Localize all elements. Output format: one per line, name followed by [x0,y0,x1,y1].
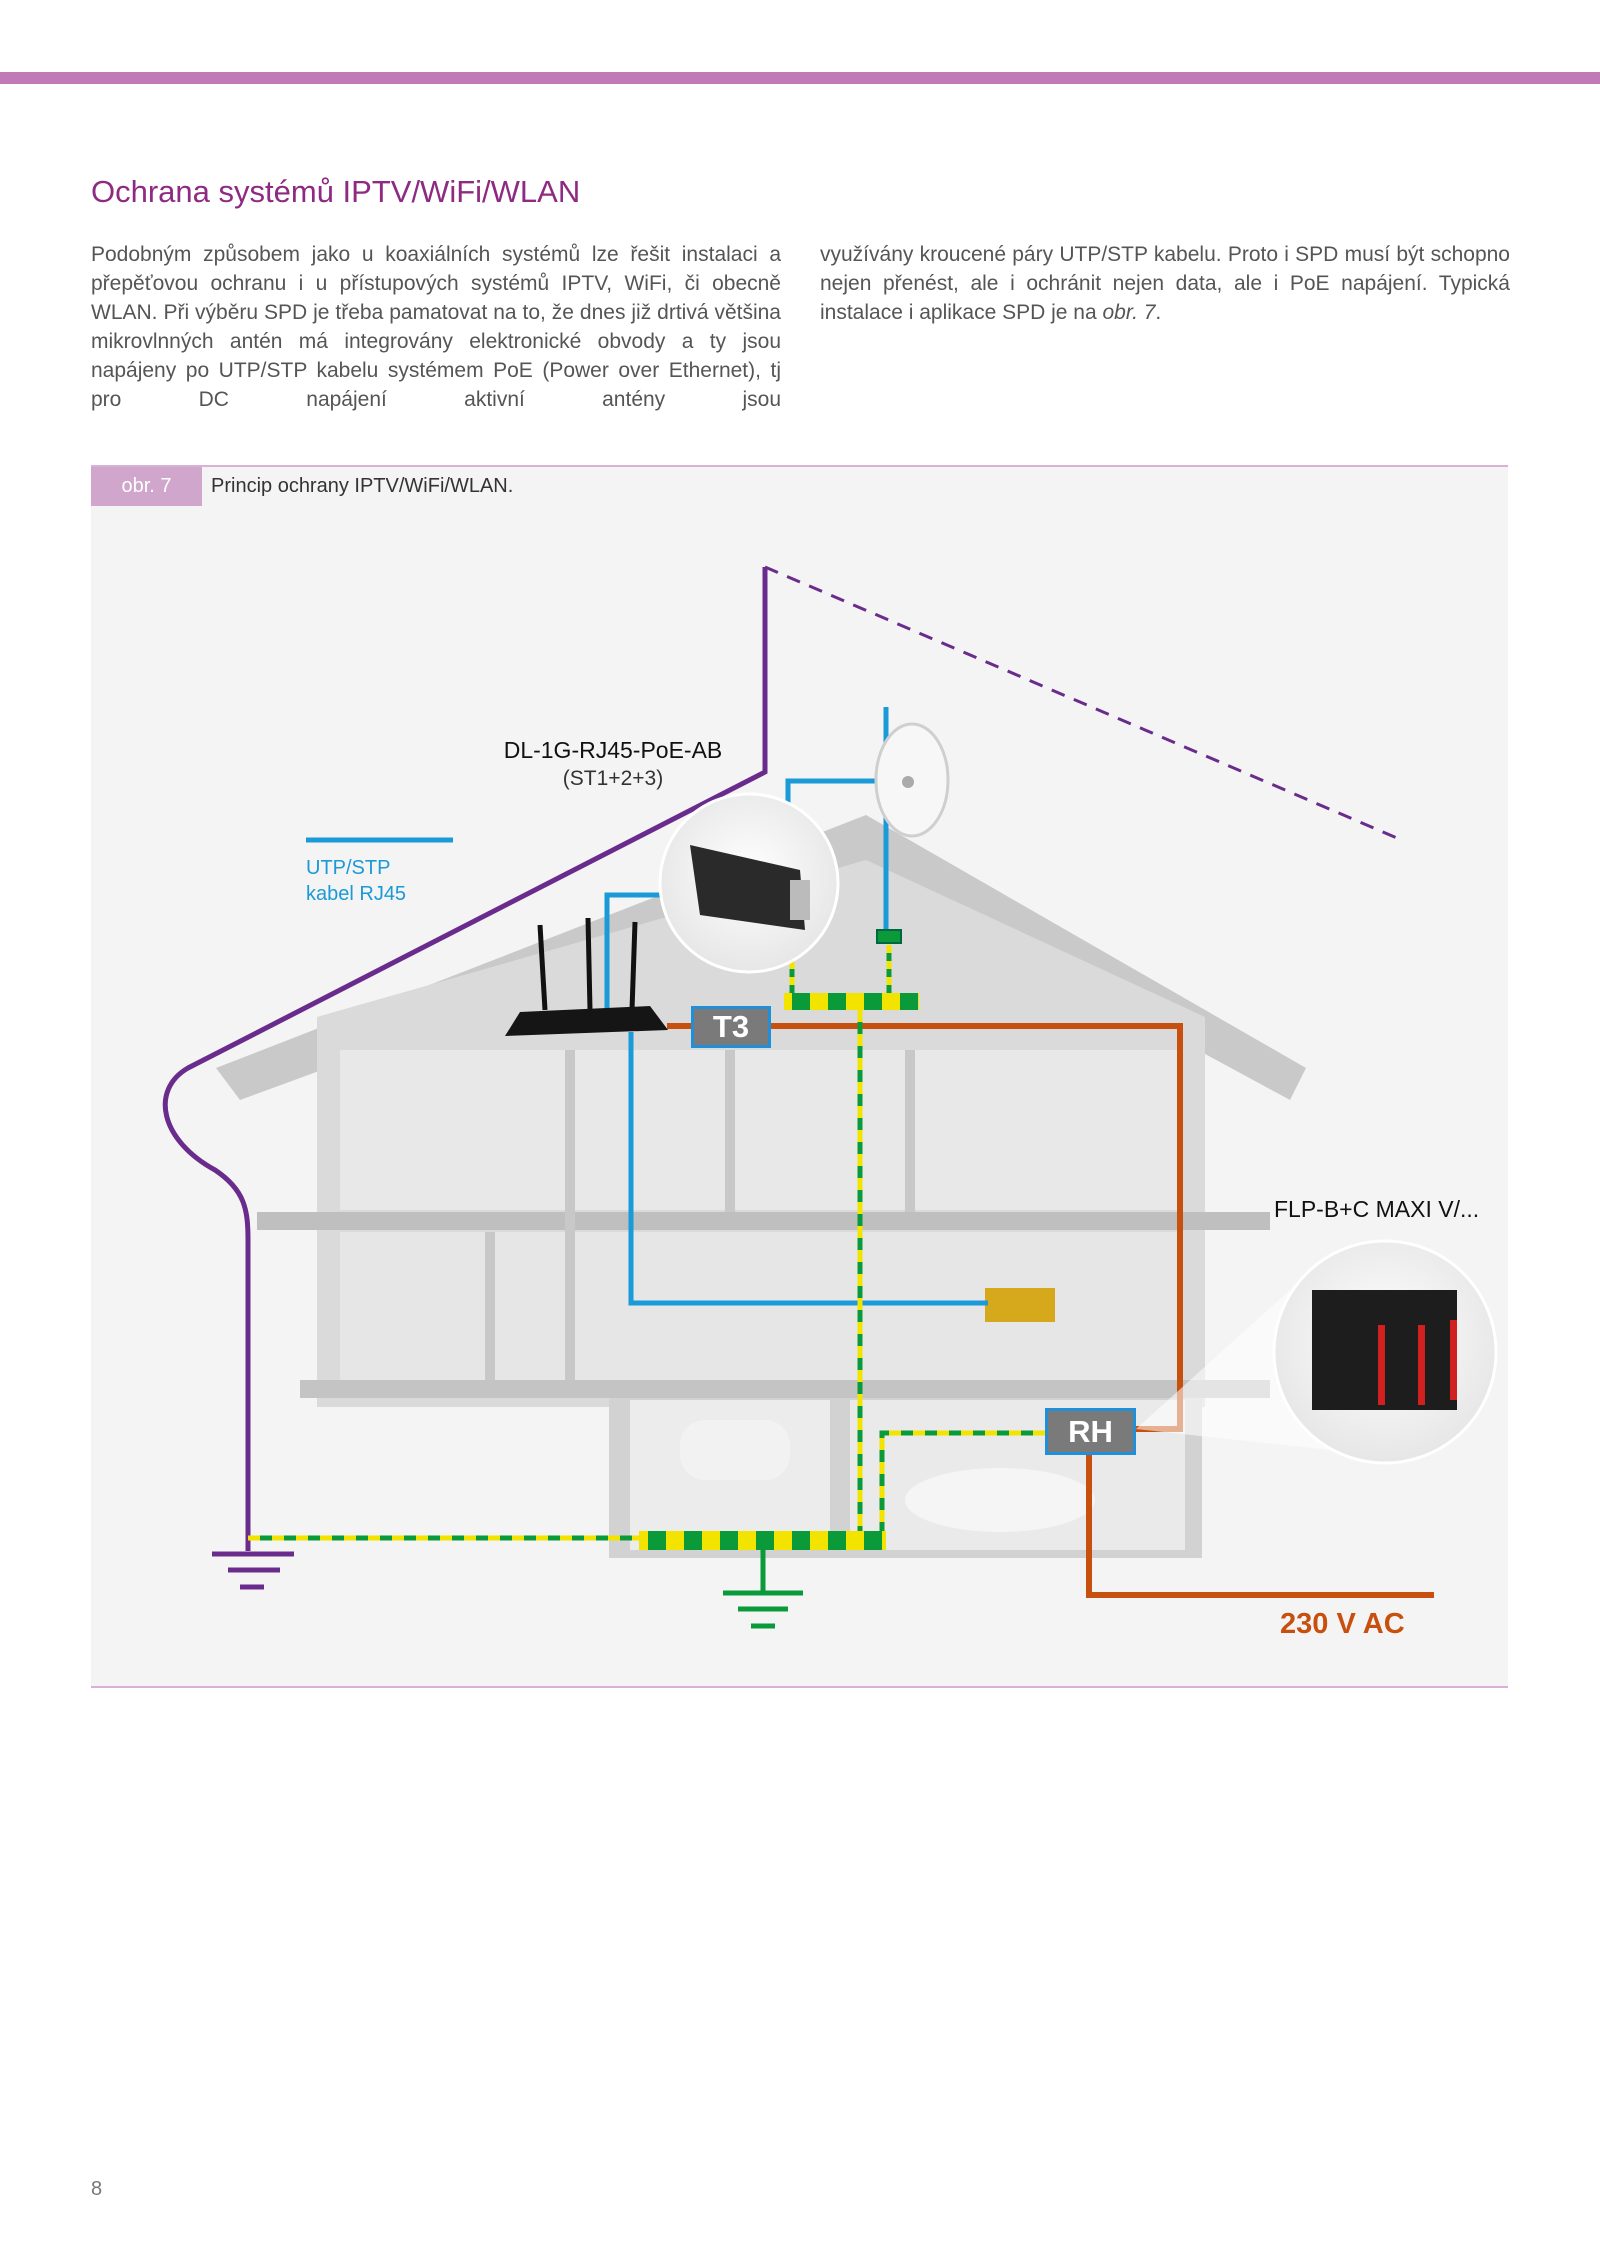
lightning-conductor [162,567,768,1551]
antenna-dish-icon [874,722,950,838]
top-accent-bar [0,72,1600,84]
tv-screen [985,1288,1055,1322]
equipotential-bar-main [639,1531,886,1550]
ground-icon-main [723,1550,803,1629]
earthing-conductors [248,945,1045,1541]
flp-device-image [1272,1239,1498,1465]
rh-label: RH [1045,1408,1136,1455]
voltage-label: 230 V AC [1280,1608,1405,1640]
equipotential-bar-top [784,993,919,1010]
ground-icon-left [212,1551,294,1590]
dl-device-name: DL-1G-RJ45-PoE-AB [503,737,723,763]
page-number: 8 [91,2178,103,2200]
house-illustration [216,815,1306,1558]
antenna-spd-icon [876,929,902,944]
dl-device-subtitle: (ST1+2+3) [562,767,664,790]
legend-utp-line2: kabel RJ45 [306,883,407,905]
body-text-column-2: využívány kroucené páry UTP/STP kabelu. … [820,240,1510,327]
dl-device-image [658,792,840,974]
flp-device-name: FLP-B+C MAXI V/... [1274,1196,1480,1222]
protection-zone-line [764,565,1405,843]
router-icon [505,917,668,1036]
t3-label: T3 [691,1006,771,1048]
figure-caption: Princip ochrany IPTV/WiFi/WLAN. [211,475,514,497]
utp-cable [604,707,988,1306]
legend-utp-line1: UTP/STP [306,857,391,879]
figure-reference: obr. 7 [1102,301,1156,324]
section-title: Ochrana systémů IPTV/WiFi/WLAN [91,174,581,209]
body-text: využívány kroucené páry UTP/STP kabelu. … [820,243,1510,324]
figure-label: obr. 7 [91,467,202,506]
body-text-end: . [1155,301,1162,324]
body-text-column-1: Podobným způsobem jako u koaxiálních sys… [91,243,781,411]
